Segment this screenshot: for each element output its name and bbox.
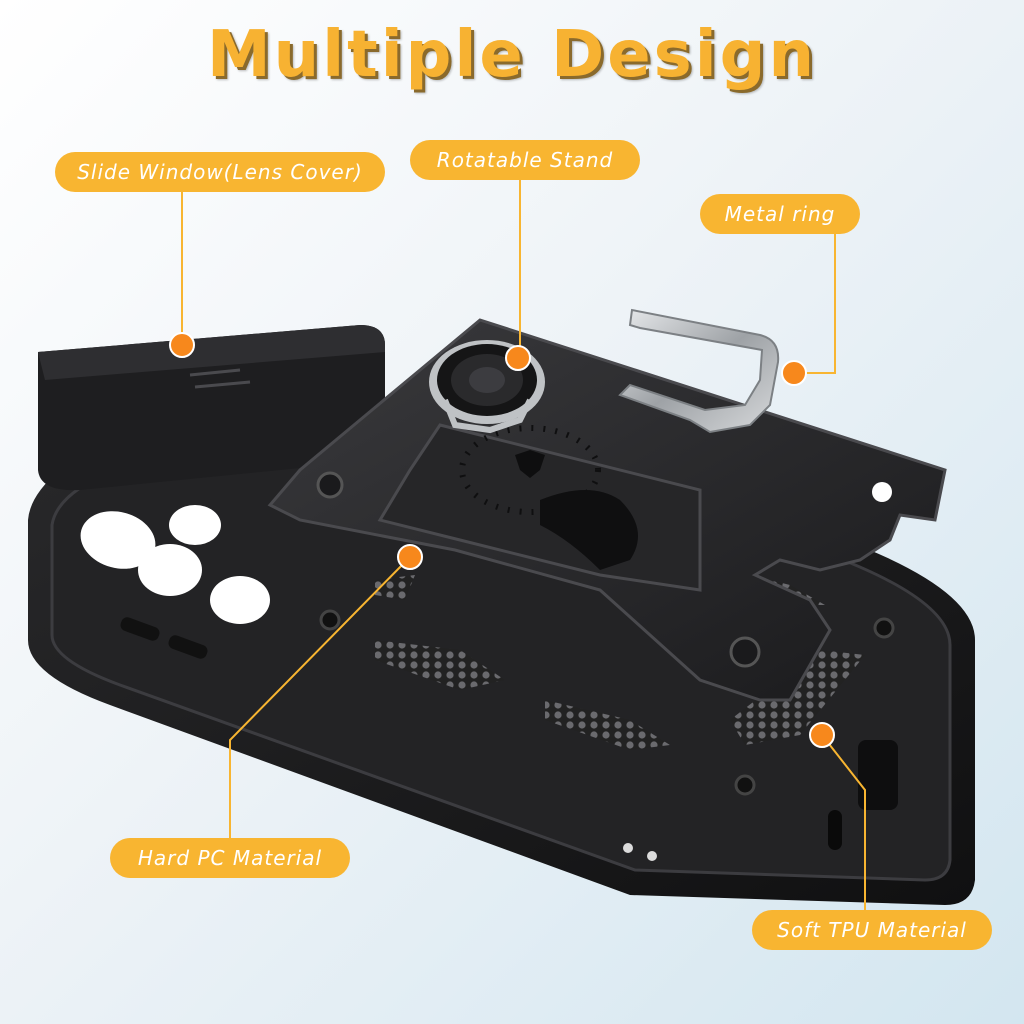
marker-slide-window xyxy=(169,332,195,358)
tpu-case-body xyxy=(28,369,975,905)
callout-slide-window: Slide Window(Lens Cover) xyxy=(55,152,385,192)
marker-rotatable-stand xyxy=(505,345,531,371)
leader-metal-ring xyxy=(795,232,836,374)
callout-metal-ring: Metal ring xyxy=(700,194,860,234)
slide-window-cover xyxy=(38,325,385,491)
marker-hard-pc xyxy=(397,544,423,570)
marker-metal-ring xyxy=(781,360,807,386)
callout-soft-tpu: Soft TPU Material xyxy=(752,910,992,950)
page-title: Multiple Design xyxy=(206,18,818,92)
leader-soft-tpu xyxy=(821,734,866,930)
hard-pc-frame xyxy=(267,318,947,702)
marker-soft-tpu xyxy=(809,722,835,748)
callout-rotatable-stand: Rotatable Stand xyxy=(410,140,640,180)
callout-hard-pc: Hard PC Material xyxy=(110,838,350,878)
leader-hard-pc xyxy=(229,556,411,838)
